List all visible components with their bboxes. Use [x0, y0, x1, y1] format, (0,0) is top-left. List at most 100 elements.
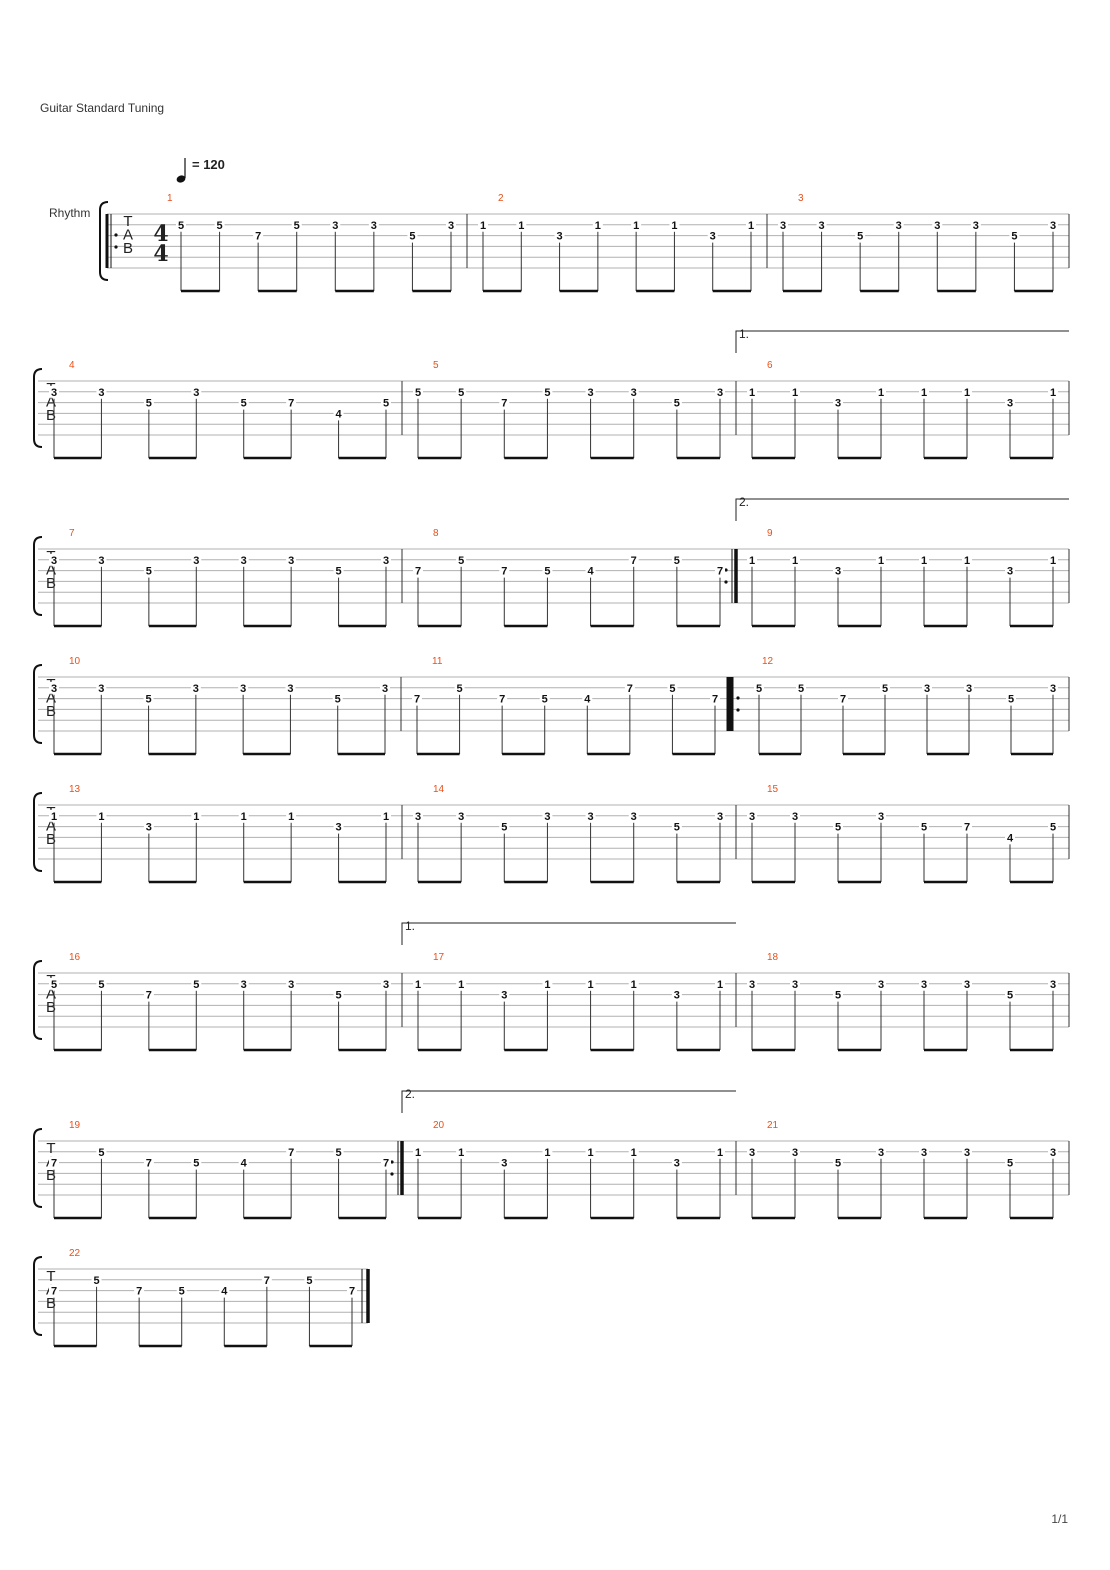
fret-backdrop [962, 553, 972, 566]
fret-number: 7 [414, 694, 420, 706]
fret-number: 3 [588, 387, 594, 399]
repeat-dot [724, 580, 728, 584]
fret-backdrop [833, 396, 843, 409]
fret-backdrop [1048, 1145, 1058, 1158]
fret-number: 5 [857, 231, 863, 243]
fret-backdrop [143, 692, 154, 705]
fret-backdrop [143, 820, 154, 833]
repeat-dot [736, 708, 740, 712]
measure-number: 21 [767, 1120, 779, 1131]
fret-number: 5 [146, 566, 152, 578]
fret-backdrop [49, 1156, 59, 1169]
fret-number: 7 [288, 398, 294, 410]
system-5: TAB131131113114335333531533535745 [33, 784, 1070, 884]
fret-backdrop [381, 396, 391, 409]
fret-number: 1 [717, 1147, 723, 1159]
fret-number: 3 [749, 811, 755, 823]
fret-backdrop [542, 564, 553, 577]
tab-clef-letter: B [46, 1167, 56, 1184]
tab-clef-letter: B [46, 407, 56, 424]
fret-number: 5 [146, 398, 152, 410]
fret-number: 3 [835, 566, 841, 578]
fret-backdrop [499, 1156, 510, 1169]
fret-number: 7 [840, 694, 846, 706]
fret-number: 5 [835, 1158, 841, 1170]
fret-number: 1 [383, 811, 389, 823]
fret-backdrop [746, 218, 756, 231]
fret-number: 5 [544, 387, 550, 399]
tab-clef-letter: B [46, 1295, 56, 1312]
fret-number: 3 [448, 220, 454, 232]
fret-number: 1 [749, 555, 755, 567]
fret-backdrop [671, 988, 682, 1001]
fret-backdrop [747, 809, 757, 822]
fret-backdrop [876, 809, 886, 822]
fret-backdrop [585, 1145, 596, 1158]
fret-number: 3 [193, 555, 199, 567]
measure-number: 14 [433, 784, 445, 795]
fret-backdrop [876, 385, 886, 398]
measure-number: 22 [69, 1248, 81, 1259]
fret-number: 5 [336, 990, 342, 1002]
fret-number: 7 [255, 231, 261, 243]
fret-backdrop [671, 396, 682, 409]
fret-backdrop [49, 977, 59, 990]
fret-number: 7 [717, 566, 723, 578]
fret-number: 3 [240, 683, 246, 695]
fret-backdrop [190, 681, 201, 694]
fret-number: 5 [798, 683, 804, 695]
measure-number: 9 [767, 528, 773, 539]
measure-number: 7 [69, 528, 75, 539]
tab-clef-letter: B [46, 575, 56, 592]
repeat-dot [724, 568, 728, 572]
fret-backdrop [710, 692, 720, 705]
fret-backdrop [628, 809, 639, 822]
fret-number: 5 [1011, 231, 1017, 243]
fret-number: 7 [146, 990, 152, 1002]
fret-backdrop [96, 553, 107, 566]
system-bracket [33, 368, 43, 448]
fret-number: 3 [1050, 979, 1056, 991]
measure-number: 12 [762, 656, 774, 667]
fret-number: 3 [98, 683, 104, 695]
fret-number: 7 [288, 1147, 294, 1159]
fret-backdrop [1005, 564, 1015, 577]
fret-backdrop [790, 1145, 800, 1158]
fret-number: 3 [371, 220, 377, 232]
fret-backdrop [539, 692, 550, 705]
fret-backdrop [191, 553, 202, 566]
fret-backdrop [214, 218, 225, 231]
page-number: 1/1 [1051, 1512, 1068, 1526]
fret-backdrop [143, 564, 154, 577]
fret-backdrop [238, 681, 249, 694]
fret-number: 7 [51, 1158, 57, 1170]
fret-backdrop [833, 820, 843, 833]
fret-backdrop [446, 218, 456, 231]
fret-number: 3 [792, 979, 798, 991]
fret-backdrop [238, 977, 249, 990]
fret-number: 3 [98, 387, 104, 399]
fret-number: 3 [544, 811, 550, 823]
fret-backdrop [219, 1284, 230, 1297]
fret-number: 1 [415, 979, 421, 991]
fret-backdrop [253, 229, 264, 242]
fret-number: 3 [501, 990, 507, 1002]
fret-backdrop [478, 218, 488, 231]
measure-number: 1 [167, 193, 173, 204]
fret-backdrop [96, 977, 107, 990]
fret-backdrop [628, 977, 639, 990]
fret-backdrop [456, 1145, 467, 1158]
fret-backdrop [286, 977, 297, 990]
measure-number: 11 [432, 656, 443, 667]
fret-backdrop [747, 553, 757, 566]
fret-number: 1 [631, 979, 637, 991]
fret-number: 3 [896, 220, 902, 232]
fret-number: 7 [964, 822, 970, 834]
fret-backdrop [238, 809, 249, 822]
tuning-label: Guitar Standard Tuning [40, 101, 165, 115]
